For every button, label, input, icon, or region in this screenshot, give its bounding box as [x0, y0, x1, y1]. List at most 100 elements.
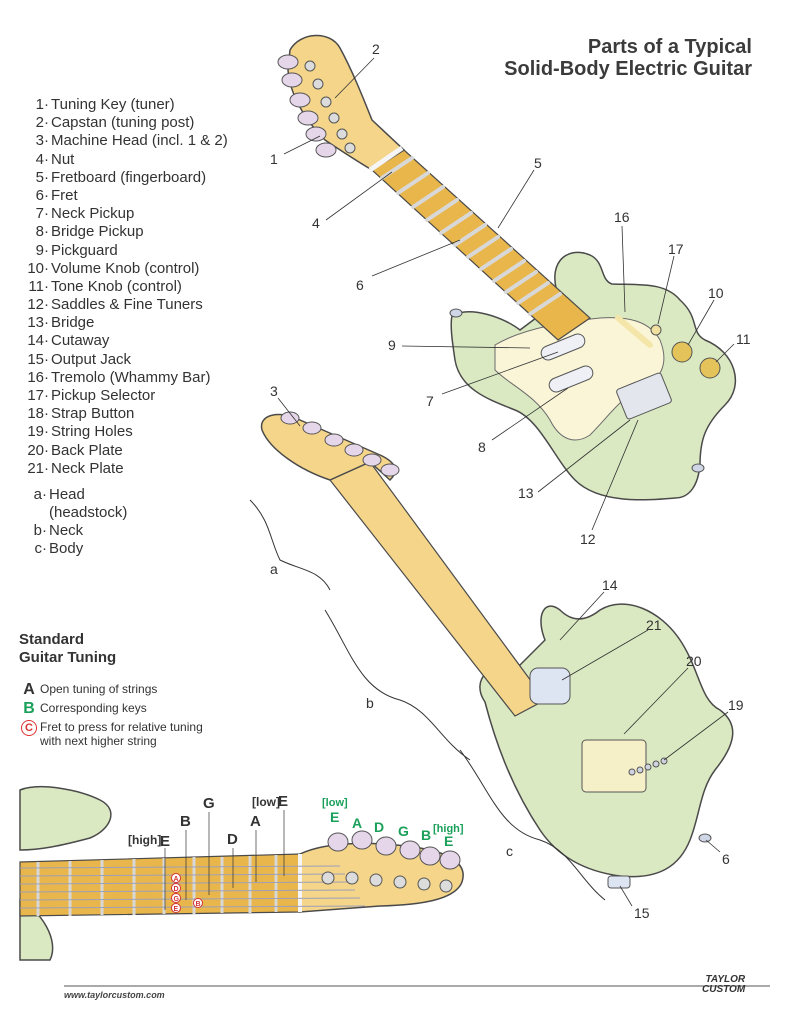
open-string-2: B [180, 813, 191, 830]
legend-item-open: A Open tuning of strings [20, 682, 203, 698]
tuning-key [327, 832, 349, 852]
open-string-6: E [278, 793, 288, 810]
front-fret [492, 259, 526, 283]
taylor-custom-logo: TAYLOR CUSTOM [702, 975, 745, 995]
parts-list-item: 21·Neck Plate [20, 460, 228, 478]
tuning-body [19, 785, 112, 851]
tuning-string [19, 881, 351, 885]
part-separator: · [44, 405, 49, 423]
legend-item-keys: B Corresponding keys [20, 701, 203, 717]
parts-list-item: 11·Tone Knob (control) [20, 278, 228, 296]
brace-body [459, 749, 606, 901]
callout-11: 11 [736, 331, 751, 347]
tuning-string [19, 873, 346, 877]
section-letter: b [33, 522, 42, 539]
parts-list-item: 6·Fret [20, 187, 228, 205]
front-tone-knob [699, 357, 721, 379]
callout-3: 3 [270, 383, 278, 399]
part-label: Output Jack [51, 350, 132, 368]
leader-9 [401, 345, 531, 349]
parts-list: 1·Tuning Key (tuner)2·Capstan (tuning po… [20, 96, 228, 478]
open-string-3: G [203, 795, 215, 812]
leader-1 [283, 135, 321, 155]
callout-1: 1 [270, 151, 278, 167]
part-separator: · [44, 205, 49, 223]
part-separator: · [44, 241, 49, 259]
parts-list-item: 15·Output Jack [20, 351, 228, 369]
part-label: Strap Button [51, 405, 135, 423]
parts-list-item: 8·Bridge Pickup [20, 223, 228, 241]
tuning-string [19, 905, 366, 909]
front-fret [425, 198, 459, 222]
guitar-back [249, 411, 734, 901]
part-separator: · [44, 168, 49, 186]
brace-neck [324, 609, 471, 761]
back-tuner-key [324, 433, 344, 447]
part-separator: · [44, 314, 49, 332]
front-fret [396, 171, 430, 195]
back-tuner-key [380, 463, 400, 477]
back-tuner-key [344, 443, 364, 457]
string-hole [652, 760, 660, 768]
leader-6 [371, 239, 461, 277]
leader-15 [619, 885, 633, 907]
part-label: Bridge Pickup [51, 223, 144, 241]
part-number: 21 [27, 459, 44, 477]
part-number: 2 [35, 114, 44, 132]
title-line-2: Solid-Body Electric Guitar [504, 58, 752, 80]
front-tuner-key [315, 142, 337, 158]
part-number: 12 [27, 296, 44, 314]
part-label: Pickguard [51, 241, 118, 259]
string-hole [644, 763, 652, 771]
tuning-capstans [321, 871, 453, 893]
fret-marker-3: G [174, 896, 180, 903]
legend-text-fret: Fret to press for relative tuning with n… [40, 720, 203, 748]
string-hole [660, 757, 668, 765]
section-list-item: c·Body [30, 540, 127, 558]
open-string-1: E [160, 833, 170, 850]
leader-16 [621, 225, 626, 313]
front-capstan [320, 96, 332, 108]
back-tuner-key [280, 411, 300, 425]
part-separator: · [44, 150, 49, 168]
front-fret [411, 185, 445, 209]
front-tuner-key [289, 92, 311, 108]
back-neck-plate [529, 667, 571, 705]
front-neck-pickup [540, 333, 586, 361]
part-number: 16 [27, 368, 44, 386]
parts-list-item: 13·Bridge [20, 314, 228, 332]
part-number: 18 [27, 405, 44, 423]
section-list-item: b·Neck [30, 522, 127, 540]
callout-b: b [366, 695, 374, 711]
leader-4 [325, 171, 393, 221]
part-number: 4 [35, 150, 44, 168]
tuning-capstan [417, 877, 431, 891]
front-nut [368, 145, 404, 173]
front-tremolo [615, 315, 653, 348]
fret-marker-ring [171, 893, 181, 903]
parts-list-item: 1·Tuning Key (tuner) [20, 96, 228, 114]
leader-17 [657, 255, 675, 325]
section-letter: a [33, 486, 42, 503]
tuning-key [375, 836, 397, 856]
legend-item-fret: C Fret to press for relative tuning with… [20, 720, 203, 748]
parts-list-item: 14·Cutaway [20, 332, 228, 350]
front-strap-button [449, 308, 463, 318]
section-letter: c [34, 540, 43, 557]
tuning-capstan [369, 873, 383, 887]
front-fret [380, 156, 414, 180]
front-fret [528, 292, 562, 316]
key-label-5: B [421, 827, 431, 843]
parts-list-item: 19·String Holes [20, 423, 228, 441]
fret-marker-1: A [174, 876, 179, 883]
back-neck [329, 461, 546, 717]
section-separator: · [42, 522, 47, 539]
part-label: Capstan (tuning post) [51, 114, 195, 132]
part-separator: · [44, 387, 49, 404]
footer-url[interactable]: www.taylorcustom.com [64, 990, 165, 1000]
part-number: 1 [35, 96, 44, 113]
part-label: Pickup Selector [51, 387, 156, 404]
front-bridge [616, 372, 672, 420]
front-tuner-key [277, 54, 299, 70]
part-label: Nut [51, 150, 75, 168]
